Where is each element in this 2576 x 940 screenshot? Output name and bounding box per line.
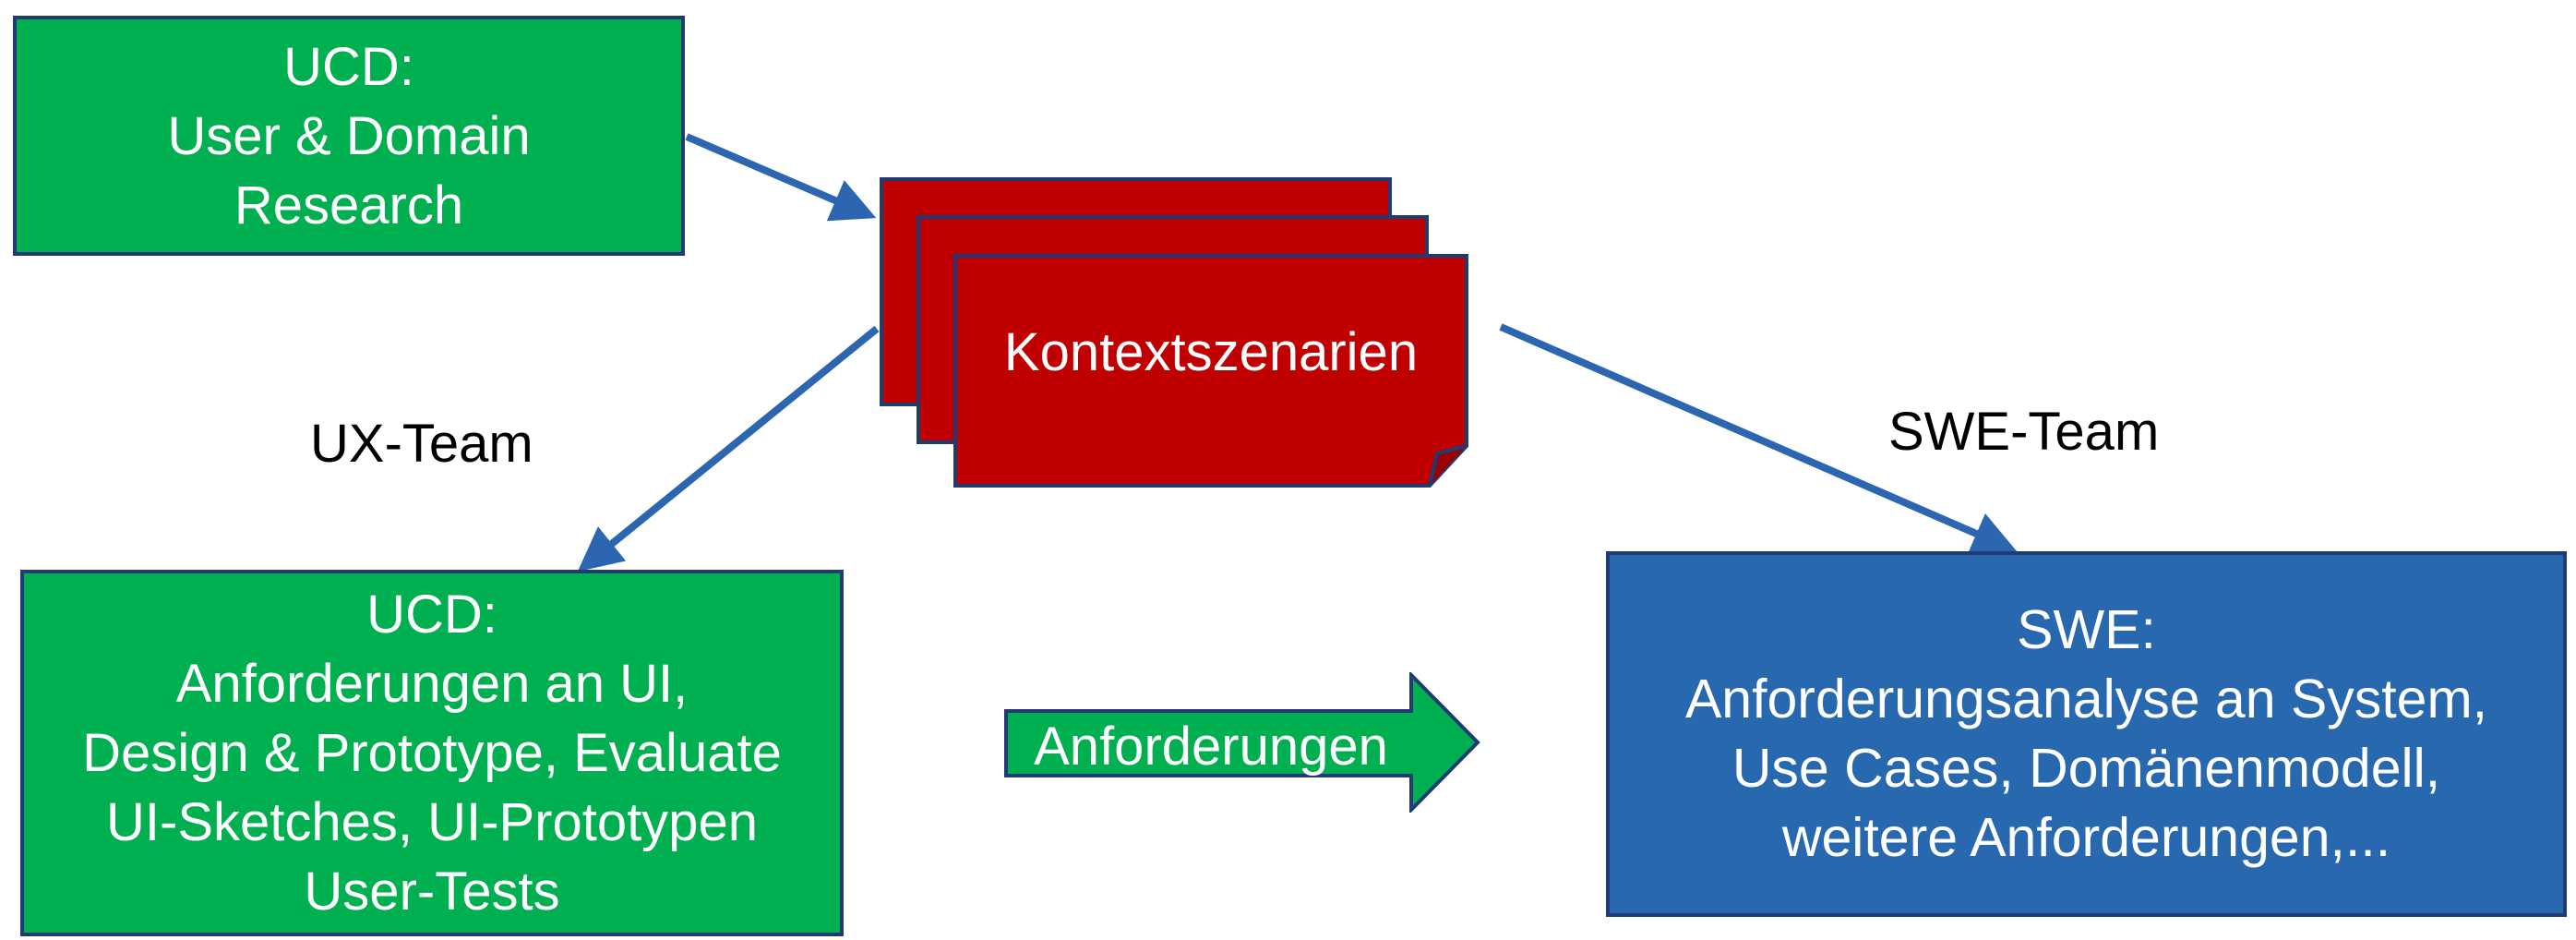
scenario-document-front: Kontextszenarien xyxy=(953,254,1468,488)
arrow-research-to-scenarios xyxy=(685,133,877,222)
ucd-requirements-box: UCD: Anforderungen an UI, Design & Proto… xyxy=(20,570,844,936)
swe-line-2: Anforderungsanalyse an System, xyxy=(1684,669,2488,729)
requirements-label: Anforderungen xyxy=(1034,716,1388,777)
swe-team-label: SWE-Team xyxy=(1888,402,2160,462)
ucd-research-box: UCD: User & Domain Research xyxy=(13,16,685,256)
ucd-research-line-3: Research xyxy=(234,175,464,235)
ucd-requirements-line-1: UCD: xyxy=(366,584,497,645)
swe-line-1: SWE: xyxy=(2017,599,2156,660)
swe-line-4: weitere Anforderungen,... xyxy=(1781,807,2391,868)
ux-team-label: UX-Team xyxy=(310,414,533,474)
ucd-requirements-line-4: UI-Sketches, UI-Prototypen xyxy=(106,792,758,852)
ucd-research-line-2: User & Domain xyxy=(167,105,531,166)
ucd-requirements-line-3: Design & Prototype, Evaluate xyxy=(82,723,782,783)
swe-box: SWE: Anforderungsanalyse an System, Use … xyxy=(1606,551,2567,917)
ucd-research-line-1: UCD: xyxy=(283,36,414,97)
requirements-block-arrow: Anforderungen xyxy=(1003,672,1481,813)
block-arrow-shape xyxy=(1004,672,1480,813)
folded-document-shape xyxy=(953,254,1468,488)
ucd-requirements-line-2: Anforderungen an UI, xyxy=(175,654,689,714)
arrow-scenarios-to-ucd-requirements xyxy=(577,325,880,572)
swe-line-3: Use Cases, Domänenmodell, xyxy=(1731,738,2441,799)
scenarios-label: Kontextszenarien xyxy=(1003,321,1419,382)
ucd-requirements-line-5: User-Tests xyxy=(304,862,560,922)
